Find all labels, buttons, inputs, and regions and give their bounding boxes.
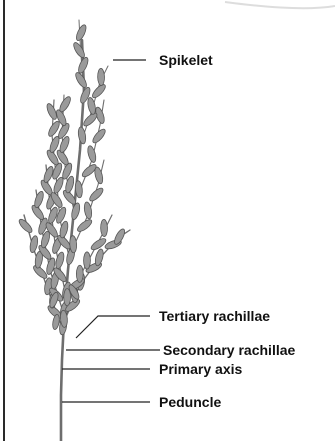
spikelet-grain: [33, 190, 45, 208]
spikelet-grain: [76, 218, 94, 234]
label-peduncle: Peduncle: [159, 394, 221, 410]
spikelet-grain: [76, 265, 83, 282]
spikelet-grain: [54, 251, 65, 269]
spikelet-grain: [84, 252, 91, 269]
leader-lines: [62, 60, 160, 402]
label-primary-axis: Primary axis: [159, 361, 242, 377]
spikelet-grain: [59, 220, 70, 238]
label-spikelet: Spikelet: [159, 52, 213, 68]
spikelet-grain: [52, 314, 61, 330]
spikelet-grain: [74, 24, 87, 42]
spikelet-grain: [100, 219, 107, 236]
spikelet-grain: [72, 41, 87, 59]
spikelet-grain: [77, 56, 90, 74]
spikelet-grain: [70, 202, 81, 220]
spikelet-grain: [90, 237, 108, 252]
spikelet-grain: [58, 95, 73, 113]
label-secondary-rachillae: Secondary rachillae: [163, 342, 295, 358]
spikelet-grain: [97, 68, 104, 85]
tertiary-leader: [76, 316, 150, 338]
label-tertiary-rachillae: Tertiary rachillae: [159, 308, 270, 324]
spikelet-grain: [86, 145, 97, 163]
spikelet-grain: [94, 248, 105, 266]
spikelet-grains: [17, 24, 126, 336]
spikelet-grain: [74, 71, 89, 89]
